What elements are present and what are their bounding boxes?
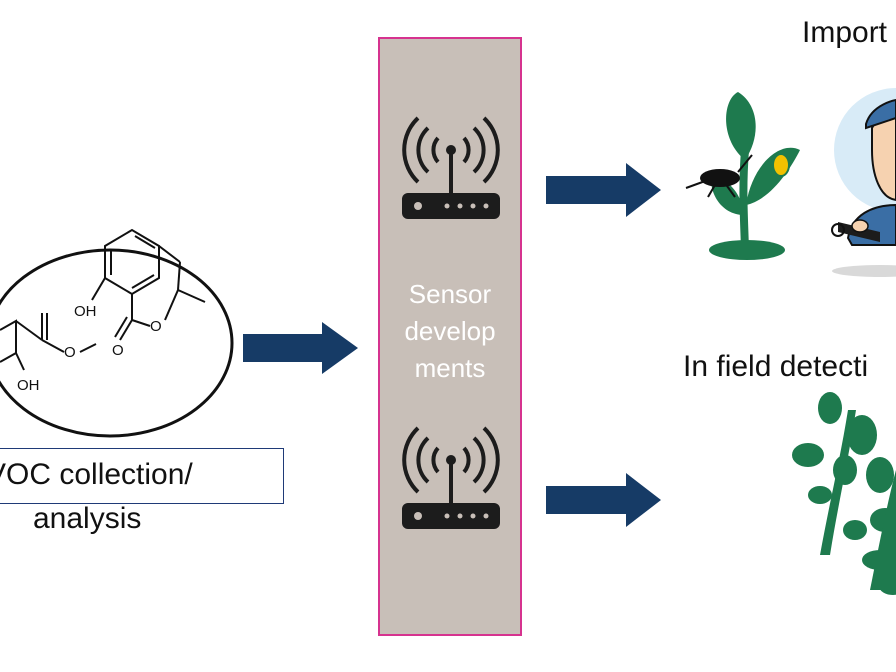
voc-label-box — [0, 448, 284, 504]
inspector-icon — [831, 88, 896, 277]
router-lights — [414, 512, 489, 520]
oh-label-left: OH — [17, 377, 40, 394]
molecule-left-structure — [0, 313, 97, 371]
arrow-right-icon — [546, 473, 661, 527]
carbonyl-o-label: O — [112, 342, 124, 359]
ester-o-label: O — [64, 344, 76, 361]
arrow-right-icon — [243, 322, 358, 374]
sensor-label-line: develop — [404, 316, 496, 346]
import-title: Import — [802, 16, 888, 49]
plants-field-icon — [792, 392, 896, 595]
router-icon — [402, 116, 500, 219]
plant-with-insect-icon — [685, 92, 800, 260]
molecule-right-structure — [91, 228, 206, 341]
voc-label-line2: analysis — [33, 502, 142, 535]
router-icon — [402, 426, 500, 529]
voc-label-line1: VOC collection/ — [0, 458, 193, 491]
oh-label-right: OH — [74, 303, 97, 320]
infield-detection-title: In field detecti — [683, 350, 869, 383]
sensor-developments-label: Sensor develop ments — [378, 276, 522, 387]
arrow-right-icon — [546, 163, 661, 217]
router-lights — [414, 202, 489, 210]
sensor-label-line: ments — [414, 353, 486, 383]
sensor-label-line: Sensor — [408, 279, 492, 309]
ring-o-label: O — [150, 318, 162, 335]
